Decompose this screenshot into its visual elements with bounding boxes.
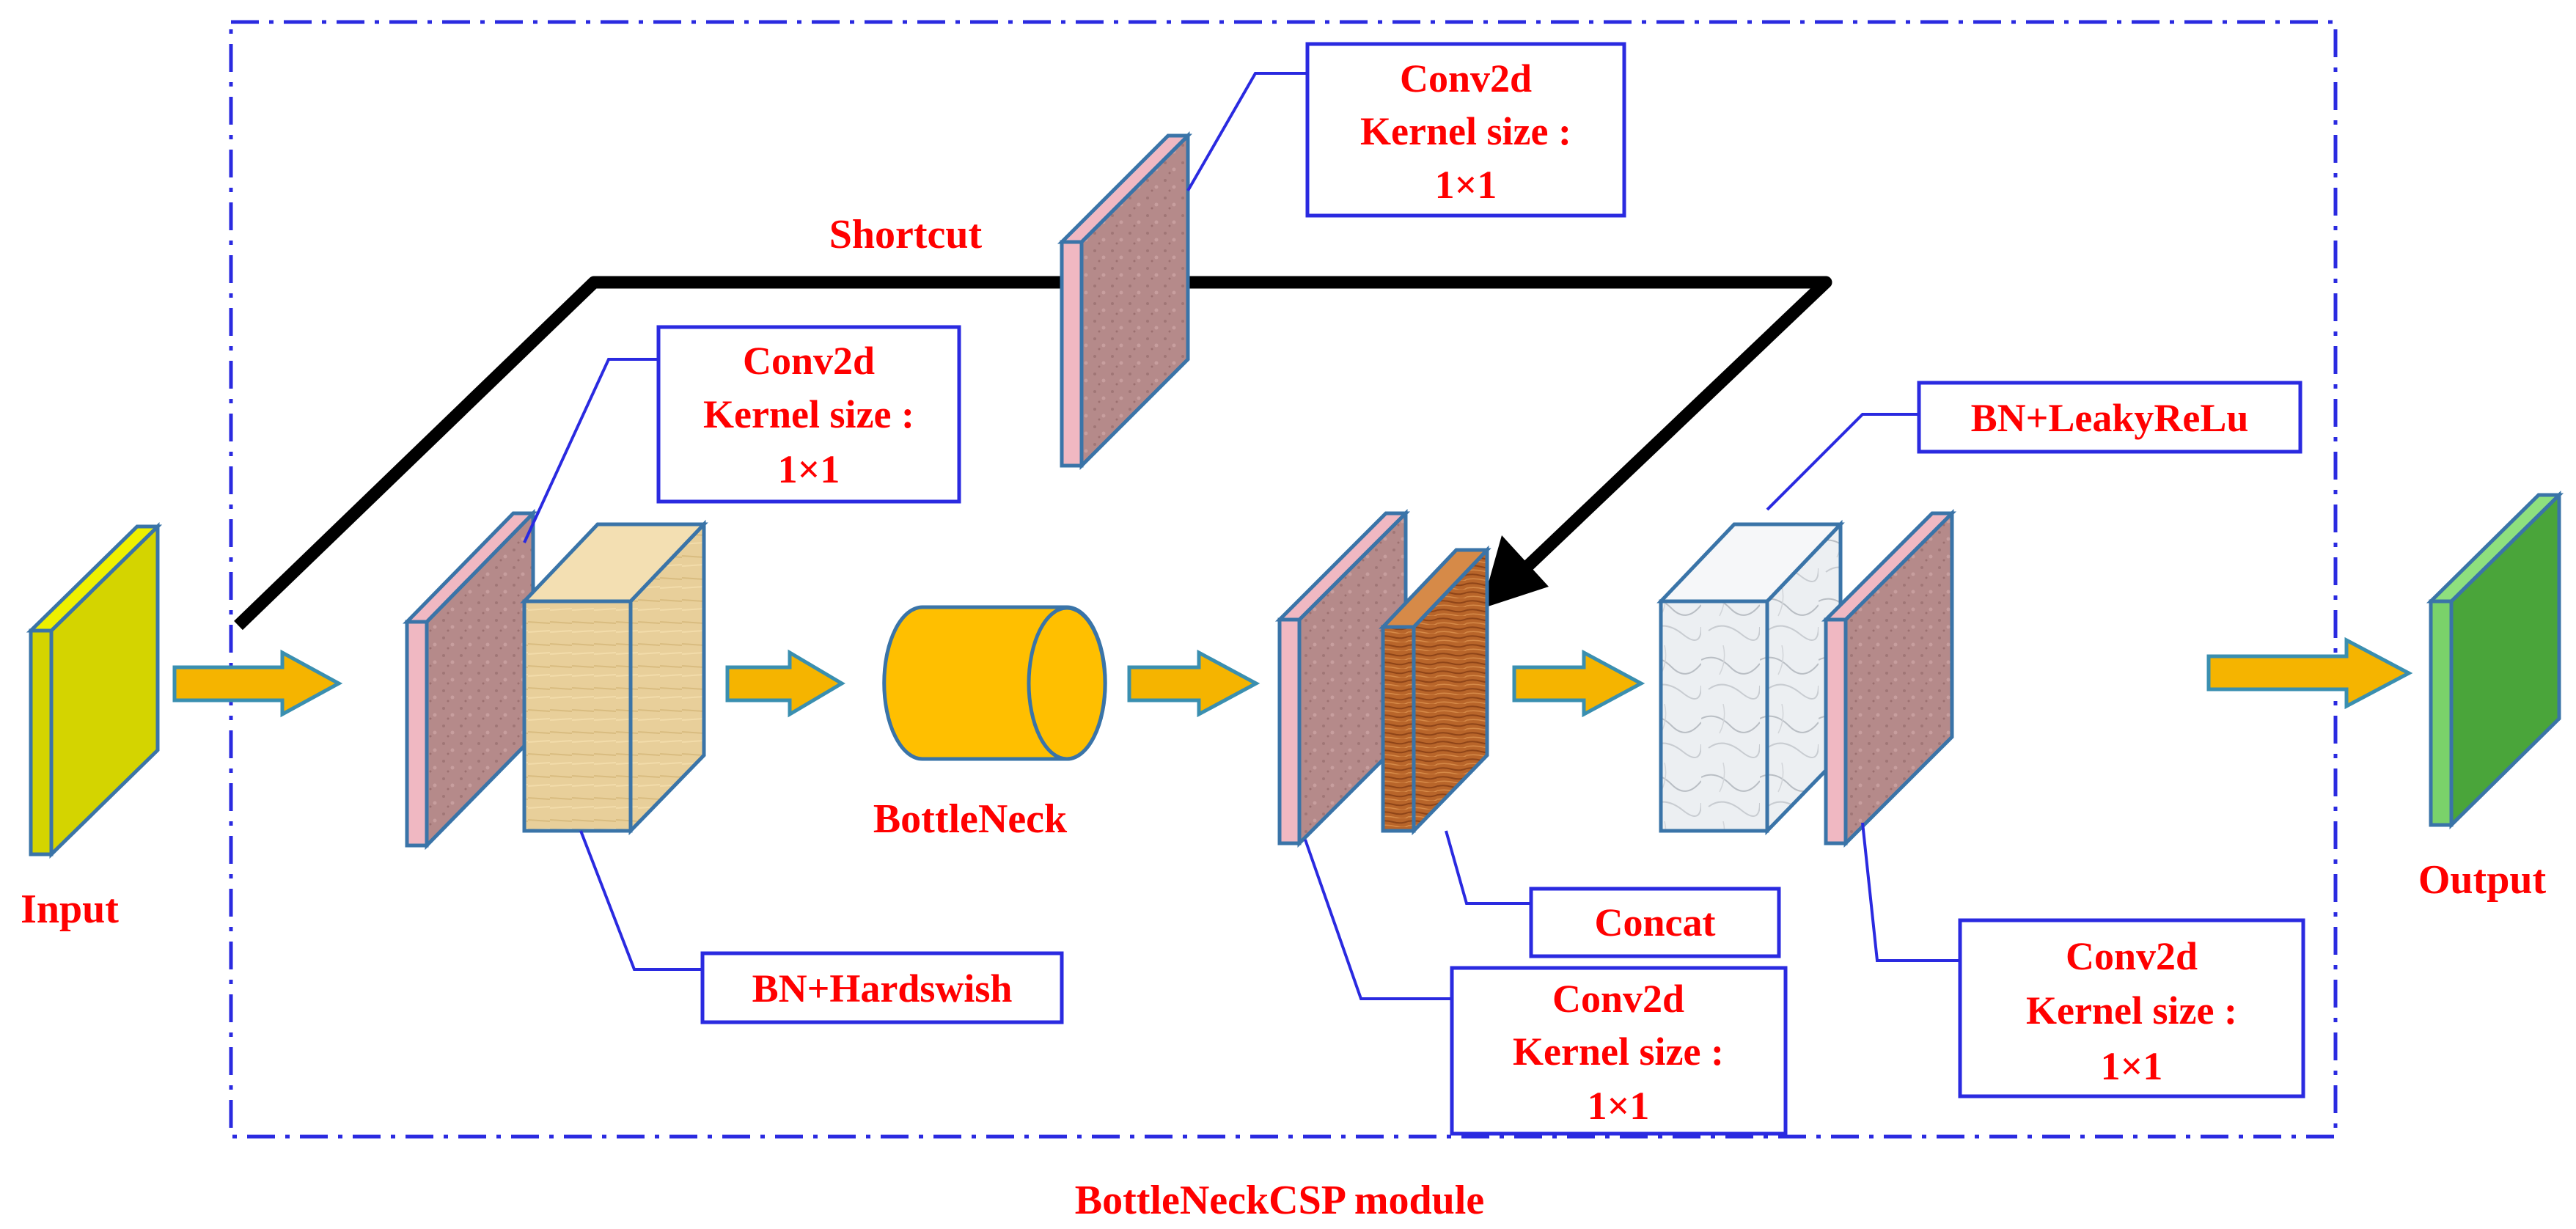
concat-slab	[1379, 545, 1491, 836]
svg-text:BN+Hardswish: BN+Hardswish	[752, 966, 1013, 1010]
right-arrow-icon	[725, 649, 845, 718]
svg-text:BN+LeakyReLu: BN+LeakyReLu	[1971, 396, 2249, 440]
callout-bn-leakyrelu: BN+LeakyReLu	[1917, 381, 2302, 454]
conv-slab-top	[1057, 131, 1193, 471]
svg-text:Conv2d: Conv2d	[1552, 977, 1684, 1021]
svg-text:1×1: 1×1	[778, 447, 840, 491]
shortcut-path	[234, 276, 1832, 631]
input-slab-icon	[26, 522, 163, 859]
svg-text:1×1: 1×1	[1588, 1084, 1650, 1128]
module-boundary	[229, 20, 2338, 1139]
svg-text:1×1: 1×1	[2101, 1044, 2163, 1088]
svg-text:Conv2d: Conv2d	[743, 339, 875, 383]
cylinder-icon	[882, 605, 1107, 761]
callout-concat: Concat	[1529, 887, 1781, 958]
input-label: Input	[21, 887, 119, 932]
svg-text:Conv2d: Conv2d	[1400, 56, 1532, 100]
callout-conv-mid: Conv2d Kernel size : 1×1	[1450, 966, 1788, 1136]
bottleneck-label: BottleNeck	[873, 796, 1068, 842]
right-arrow-icon	[2206, 636, 2413, 710]
callout-conv-right: Conv2d Kernel size : 1×1	[1958, 918, 2305, 1098]
right-arrow-icon	[1127, 649, 1261, 718]
bn-hardswish-block	[520, 519, 708, 836]
svg-text:Kernel size :: Kernel size :	[1513, 1030, 1724, 1074]
svg-text:Kernel size :: Kernel size :	[2026, 988, 2237, 1032]
svg-text:Kernel size :: Kernel size :	[703, 392, 914, 436]
conv-slab-mid	[1274, 508, 1411, 848]
svg-text:1×1: 1×1	[1435, 163, 1497, 207]
svg-text:Kernel size :: Kernel size :	[1360, 109, 1571, 153]
svg-text:Conv2d: Conv2d	[2066, 934, 2198, 978]
right-arrow-icon	[1512, 649, 1645, 718]
output-label: Output	[2418, 857, 2547, 903]
conv-slab-right	[1821, 508, 1957, 848]
conv-slab-left	[403, 508, 537, 851]
svg-text:Concat: Concat	[1595, 900, 1716, 944]
module-caption: BottleNeckCSP module	[1075, 1178, 1484, 1223]
callout-conv-left: Conv2d Kernel size : 1×1	[656, 325, 961, 504]
output-slab-icon	[2426, 491, 2564, 829]
callout-leaders	[523, 72, 1960, 1000]
bn-leakyrelu-block	[1656, 519, 1845, 836]
right-arrow-icon	[172, 649, 343, 718]
callout-conv-top: Conv2d Kernel size : 1×1	[1305, 42, 1626, 218]
shortcut-label: Shortcut	[829, 212, 983, 257]
callout-bn-hardswish: BN+Hardswish	[700, 951, 1064, 1024]
